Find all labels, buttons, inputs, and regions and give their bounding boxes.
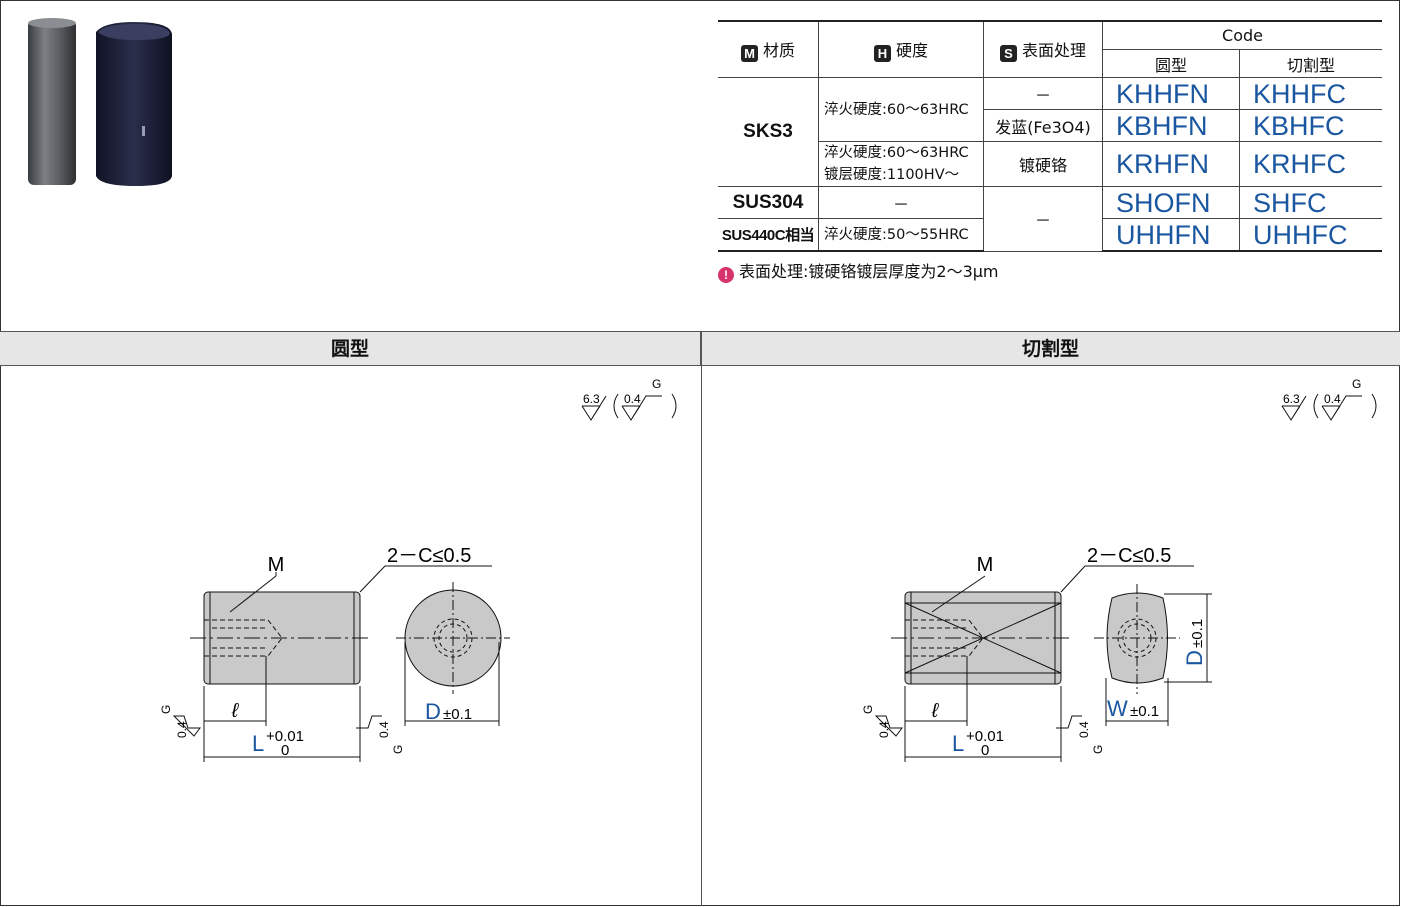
surface-cell: － [983,186,1103,252]
tol-L-lower: 0 [981,742,989,759]
surface-cell: 发蓝(Fe3O4) [983,109,1103,142]
dim-W: W [1107,696,1128,721]
info-pin-icon: ! [718,267,734,283]
code-cell[interactable]: SHFC [1239,186,1382,219]
surface-note: ! 表面处理:镀硬铬镀层厚度为2～3μm [718,258,999,283]
cut-pin-photo [96,22,172,186]
code-cell[interactable]: KBHFN [1102,109,1240,142]
dim-L: L [952,731,964,756]
chamfer-label: 2－C≤0.5 [1087,545,1171,567]
grind-mark: G [1352,377,1361,391]
material-badge: M [740,45,758,62]
tol-L-lower: 0 [281,742,289,759]
grind-mark-right: G [391,745,405,754]
code-cell[interactable]: SHOFN [1102,186,1240,219]
cut-pin-end-view [1094,584,1180,694]
dim-l: ℓ [931,700,940,722]
material-cell: SUS304 [718,186,819,219]
hardness-cell: 淬火硬度:60～63HRC [818,77,984,142]
section-header-cut: 切割型 [701,331,1400,366]
code-cell[interactable]: KHHFN [1102,77,1240,110]
grind-mark-left: G [861,705,875,714]
code-cell[interactable]: UHHFC [1239,218,1382,252]
round-type-drawing: 6.3 0.4 G M [159,377,677,762]
dim-D: D [425,699,441,724]
roughness-sub: 0.4 [1324,392,1341,406]
code-cell[interactable]: KRHFC [1239,141,1382,187]
code-cell[interactable]: KHHFC [1239,77,1382,110]
hardness-cell: 淬火硬度:50～55HRC [818,218,984,252]
hardness-cell: － [818,186,984,219]
code-cell[interactable]: UHHFN [1102,218,1240,252]
tol-D: ±0.1 [443,706,472,723]
code-header: Code [1102,20,1382,50]
roughness-symbol [1281,393,1377,421]
grind-mark: G [652,377,661,391]
pin-end-view [396,582,510,694]
surface-cell: － [983,77,1103,110]
roughness-main: 6.3 [1283,392,1300,406]
dim-L: L [252,731,264,756]
tol-L-upper: +0.01 [966,728,1004,745]
section-header-round: 圆型 [0,331,701,366]
surface-cell: 镀硬铬 [983,141,1103,187]
surface-badge: S [999,45,1017,62]
roughness-sub: 0.4 [624,392,641,406]
section-divider [701,331,702,906]
code-cell[interactable]: KRHFN [1102,141,1240,187]
cut-pin-side-view [891,591,1072,685]
grind-mark-left: G [159,705,173,714]
hardness-badge: H [873,45,891,62]
tol-L-upper: +0.01 [266,728,304,745]
roughness-right: 0.4 [377,721,391,738]
table-row: SUS440C相当 淬火硬度:50～55HRC UHHFN UHHFC [718,218,1382,252]
roughness-symbol [581,393,677,421]
roughness-main: 6.3 [583,392,600,406]
material-cell: SKS3 [718,77,819,187]
note-text: 表面处理:镀硬铬镀层厚度为2～3μm [739,262,999,281]
tol-W: ±0.1 [1130,703,1159,720]
roughness-left: 0.4 [877,721,891,738]
roughness-right: 0.4 [1077,721,1091,738]
label-m: M [268,554,285,576]
pin-side-view [190,591,370,685]
cut-type-drawing: 6.3 0.4 G [861,377,1377,762]
product-photos [28,18,172,186]
material-cell: SUS440C相当 [718,218,819,252]
table-row: SUS304 － － SHOFN SHFC [718,186,1382,252]
table-row: 发蓝(Fe3O4) KBHFN KBHFC [718,109,1382,142]
grind-mark-right: G [1091,745,1105,754]
code-round-header: 圆型 [1102,49,1240,78]
roughness-left: 0.4 [175,721,189,738]
tol-D: ±0.1 [1189,619,1206,648]
table-row: SKS3 淬火硬度:60～63HRC － KHHFN KHHFC [718,77,1382,187]
label-m: M [977,554,994,576]
code-cell[interactable]: KBHFC [1239,109,1382,142]
round-pin-photo [28,18,76,185]
dim-D: D [1182,650,1207,666]
code-cut-header: 切割型 [1239,49,1382,78]
dim-l: ℓ [231,700,240,722]
chamfer-label: 2－C≤0.5 [387,545,471,567]
